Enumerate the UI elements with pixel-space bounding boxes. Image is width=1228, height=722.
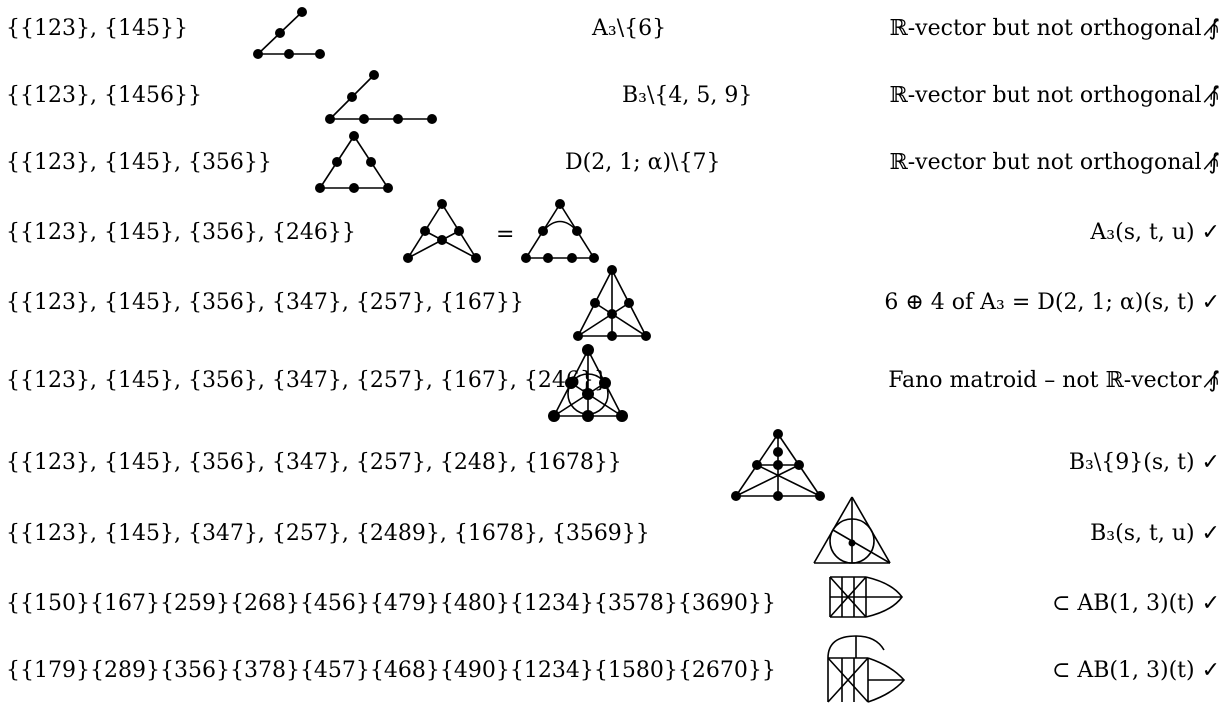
incidence-sets: {{123}, {145}, {356}, {347}, {257}, {248… bbox=[6, 450, 622, 475]
matroid-diagram bbox=[829, 576, 903, 618]
matroid-diagram bbox=[813, 496, 891, 564]
fano-diagram bbox=[548, 344, 628, 422]
table-row: {{123}, {145}} A₃\{6} ℝ-vector but not o… bbox=[0, 7, 1228, 80]
matroid-diagram bbox=[573, 265, 651, 341]
table-row: {{123}, {145}, {356}, {347}, {257}, {167… bbox=[0, 344, 1228, 432]
incidence-sets: {{123}, {145}, {356}, {347}, {257}, {167… bbox=[6, 368, 608, 393]
matroid-diagram bbox=[315, 131, 393, 193]
table-row: {{150}{167}{259}{268}{456}{479}{480}{123… bbox=[0, 576, 1228, 655]
verdict: 6 ⊕ 4 of A₃ = D(2, 1; α)(s, t) ✓ bbox=[884, 290, 1220, 315]
equals-sign: = bbox=[496, 222, 515, 247]
incidence-sets: {{123}, {145}, {356}, {246}} bbox=[6, 220, 356, 245]
verdict: B₃\{9}(s, t) ✓ bbox=[1068, 450, 1220, 475]
incidence-sets: {{123}, {145}, {356}, {347}, {257}, {167… bbox=[6, 290, 524, 315]
incidence-sets: {{150}{167}{259}{268}{456}{479}{480}{123… bbox=[6, 591, 776, 616]
matroid-diagram bbox=[325, 70, 437, 124]
table-row: {{179}{289}{356}{378}{457}{468}{490}{123… bbox=[0, 635, 1228, 722]
incidence-sets: {{123}, {145}, {356}} bbox=[6, 150, 272, 175]
verdict: Fano matroid – not ℝ-vector ⨙̸ bbox=[888, 368, 1220, 393]
verdict: ℝ-vector but not orthogonal ⨙̸ bbox=[889, 83, 1220, 108]
table-row: {{123}, {1456}} B₃\{4, 5, 9} ℝ-vector bu… bbox=[0, 70, 1228, 147]
matroid-diagram bbox=[731, 429, 825, 501]
verdict: A₃(s, t, u) ✓ bbox=[1090, 220, 1220, 245]
incidence-sets: {{123}, {145}} bbox=[6, 16, 188, 41]
matroid-label: D(2, 1; α)\{7} bbox=[565, 150, 721, 175]
table-row: {{123}, {145}, {356}, {347}, {257}, {167… bbox=[0, 265, 1228, 354]
matroid-diagram bbox=[403, 199, 481, 263]
table-row: {{123}, {145}, {347}, {257}, {2489}, {16… bbox=[0, 496, 1228, 585]
matroid-label: A₃\{6} bbox=[592, 16, 667, 41]
matroid-diagram bbox=[521, 199, 599, 263]
verdict: ℝ-vector but not orthogonal ⨙̸ bbox=[889, 16, 1220, 41]
incidence-sets: {{123}, {145}, {347}, {257}, {2489}, {16… bbox=[6, 521, 650, 546]
verdict: ⊂ AB(1, 3)(t) ✓ bbox=[1051, 658, 1220, 683]
matroid-label: B₃\{4, 5, 9} bbox=[622, 83, 753, 108]
table-row: {{123}, {145}, {356}, {347}, {257}, {248… bbox=[0, 429, 1228, 514]
table-row: {{123}, {145}, {356}} D(2, 1; α)\{7} ℝ-v… bbox=[0, 131, 1228, 214]
incidence-sets: {{179}{289}{356}{378}{457}{468}{490}{123… bbox=[6, 658, 776, 683]
matroid-diagram bbox=[827, 635, 906, 703]
incidence-sets: {{123}, {1456}} bbox=[6, 83, 202, 108]
verdict: ⊂ AB(1, 3)(t) ✓ bbox=[1051, 591, 1220, 616]
matroid-diagram bbox=[253, 7, 325, 59]
table-row: {{123}, {145}, {356}, {246}} = A₃(s, t, … bbox=[0, 199, 1228, 284]
verdict: ℝ-vector but not orthogonal ⨙̸ bbox=[889, 150, 1220, 175]
verdict: B₃(s, t, u) ✓ bbox=[1090, 521, 1220, 546]
